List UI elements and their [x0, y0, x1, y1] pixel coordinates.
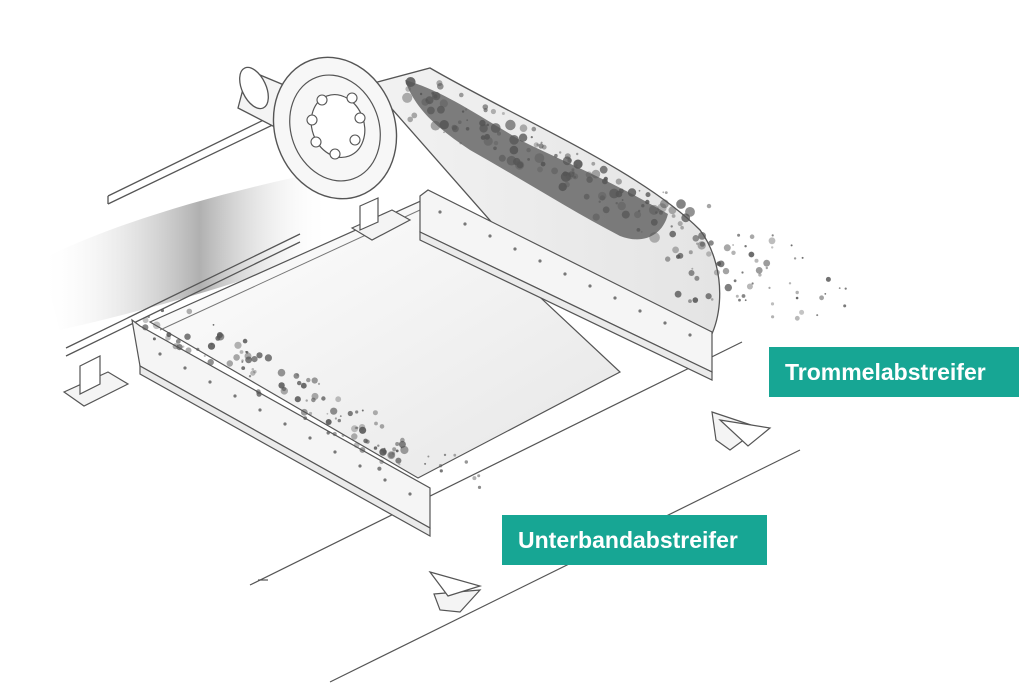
drum-bolts [306, 92, 366, 160]
frame-shadow [40, 170, 330, 330]
side-frame [65, 111, 301, 357]
belt-scraper-label: Unterbandabstreifer [502, 515, 767, 565]
scraper-rivets-lower [158, 352, 412, 496]
material-on-drum [405, 80, 668, 240]
lower-belt [249, 341, 801, 683]
scraper-rivets-upper [438, 210, 692, 337]
drum-scraper [350, 189, 772, 451]
material-particles [142, 77, 847, 489]
drum-scraper-label: Trommelabstreifer [769, 347, 1019, 397]
belt-scraper [62, 318, 483, 613]
